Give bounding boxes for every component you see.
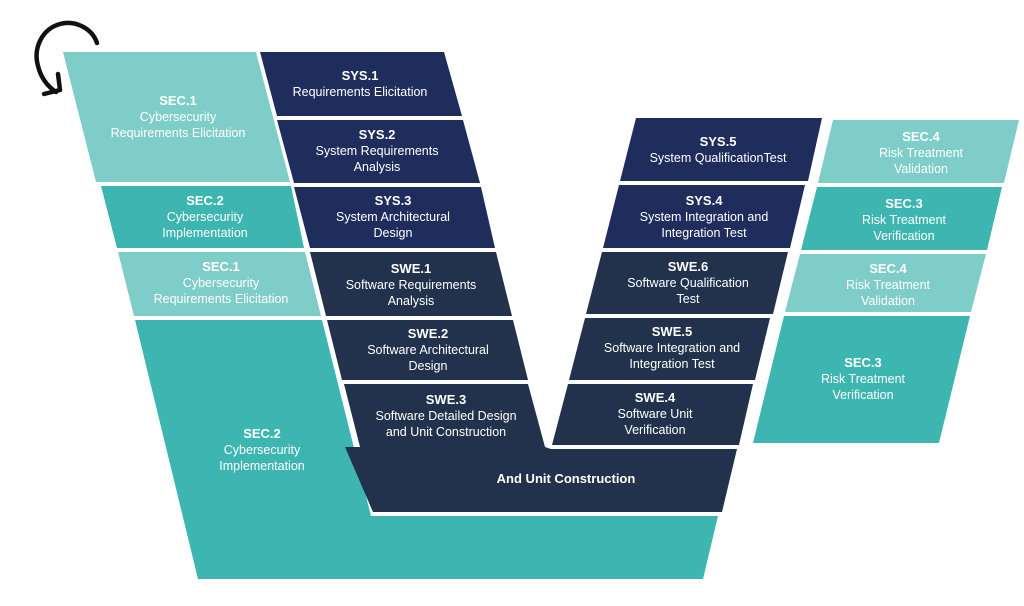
sec1-label-top-left: SEC.1 Cybersecurity Requirements Elicita…: [111, 93, 246, 141]
sys1-label: SYS.1 Requirements Elicitation: [293, 68, 428, 100]
sec-line: Risk Treatment: [861, 213, 947, 227]
sys4-block: [603, 185, 805, 248]
sec-code: SEC.2: [243, 426, 281, 441]
process-line: Software Integration and: [603, 341, 741, 355]
process-line: Integration Test: [629, 357, 715, 371]
sys5-label: SYS.5 System QualificationTest: [650, 134, 787, 166]
swe2-block: [327, 320, 528, 380]
sec-line: Requirements Elicitation: [110, 126, 246, 140]
sec3-block-right-large: [753, 316, 970, 443]
swe1-block: [310, 252, 512, 316]
sec2-block-large: [135, 320, 718, 579]
process-line: Software Architectural: [367, 343, 489, 357]
swe2-label: SWE.2 Software Architectural Design: [367, 326, 489, 374]
sec4-label-right-2: SEC.4 Risk Treatment Validation: [846, 261, 930, 309]
process-code: SWE.1: [390, 261, 432, 276]
sec3-label-right-large: SEC.3 Risk Treatment Verification: [821, 355, 905, 403]
swe3-label: SWE.3 Software Detailed Design and Unit …: [375, 392, 516, 440]
swe1-label: SWE.1 Software Requirements Analysis: [346, 261, 477, 309]
swe4-block: [552, 384, 753, 445]
sec-line: Requirements Elicitation: [153, 292, 289, 306]
swe4-label: SWE.4 Software Unit Verification: [617, 390, 692, 438]
sec-line: Implementation: [219, 459, 305, 473]
sec1-block-left-2: [118, 252, 321, 316]
sec-line: Risk Treatment: [820, 372, 906, 386]
sec-code: SEC.1: [202, 259, 240, 274]
process-code: SWE.4: [634, 390, 676, 405]
sec2-label-large: SEC.2 Cybersecurity Implementation: [219, 426, 304, 474]
sec-line: Risk Treatment: [845, 278, 931, 292]
process-line: Software Requirements: [345, 278, 477, 292]
sec3-block-right: [801, 187, 1002, 250]
sec-line: Cybersecurity: [166, 210, 244, 224]
sys3-block: [294, 187, 495, 248]
sec-line: Verification: [832, 388, 894, 402]
sec2-block-left: [101, 186, 304, 248]
process-line: Analysis: [353, 160, 401, 174]
swe6-label: SWE.6 Software Qualification Test: [627, 259, 749, 307]
process-line: and Unit Construction: [385, 425, 507, 439]
sys5-block: [620, 118, 822, 181]
process-line: Test: [676, 292, 700, 306]
process-line: System QualificationTest: [649, 151, 787, 165]
sec4-label-right-top: SEC.4 Risk Treatment Validation: [879, 129, 963, 177]
sec-line: Cybersecurity: [223, 443, 301, 457]
process-code: SYS.2: [358, 127, 396, 142]
process-line: Software Detailed Design: [375, 409, 517, 423]
process-line: Design: [408, 359, 448, 373]
process-code: SWE.2: [407, 326, 449, 341]
process-line: System Integration and: [639, 210, 769, 224]
sec-line: Cybersecurity: [139, 110, 217, 124]
process-line: Analysis: [387, 294, 435, 308]
sec3-label-right: SEC.3 Risk Treatment Verification: [862, 196, 946, 244]
sec4-block-right-2: [785, 254, 986, 312]
sec-code: SEC.4: [902, 129, 940, 144]
sys2-label: SYS.2 System Requirements Analysis: [316, 127, 439, 175]
process-code: SYS.3: [374, 193, 412, 208]
sec4-block-right-top: [818, 120, 1019, 183]
bottom-label: And Unit Construction: [497, 471, 636, 487]
sec-code: SEC.1: [159, 93, 197, 108]
bottom-unit-construction-block: [345, 447, 737, 512]
process-code: SWE.3: [425, 392, 467, 407]
process-line: Software Unit: [617, 407, 693, 421]
process-line: Design: [373, 226, 413, 240]
swe6-block: [586, 252, 788, 314]
sec-line: Validation: [894, 162, 948, 176]
sec-line: Risk Treatment: [878, 146, 964, 160]
sec-line: Implementation: [162, 226, 248, 240]
sec-code: SEC.3: [885, 196, 923, 211]
sec1-block-top-left: [63, 52, 290, 182]
sec-line: Verification: [873, 229, 935, 243]
sec-line: Cybersecurity: [182, 276, 260, 290]
process-code: SWE.5: [651, 324, 693, 339]
sec2-label-left: SEC.2 Cybersecurity Implementation: [162, 193, 247, 241]
sys3-label: SYS.3 System Architectural Design: [336, 193, 450, 241]
sec-line: Validation: [861, 294, 915, 308]
sys4-label: SYS.4 System Integration and Integration…: [640, 193, 769, 241]
sec-code: SEC.3: [844, 355, 882, 370]
process-line: Verification: [624, 423, 686, 437]
process-line: Software Qualification: [627, 276, 749, 290]
bottom-label-text: And Unit Construction: [496, 471, 636, 486]
swe5-label: SWE.5 Software Integration and Integrati…: [604, 324, 740, 372]
sec-code: SEC.4: [869, 261, 907, 276]
swe5-block: [569, 318, 770, 380]
process-line: System Architectural: [336, 210, 450, 224]
curved-arrow-icon: [34, 20, 100, 97]
process-line: Requirements Elicitation: [292, 85, 428, 99]
process-line: Integration Test: [661, 226, 747, 240]
swe3-block: [344, 384, 545, 447]
process-code: SWE.6: [667, 259, 709, 274]
sys1-block: [260, 52, 462, 116]
process-line: System Requirements: [315, 144, 439, 158]
sec-code: SEC.2: [186, 193, 224, 208]
sys2-block: [277, 120, 480, 183]
process-code: SYS.4: [685, 193, 723, 208]
process-code: SYS.1: [341, 68, 379, 83]
sec1-label-left-2: SEC.1 Cybersecurity Requirements Elicita…: [154, 259, 289, 307]
process-code: SYS.5: [699, 134, 737, 149]
